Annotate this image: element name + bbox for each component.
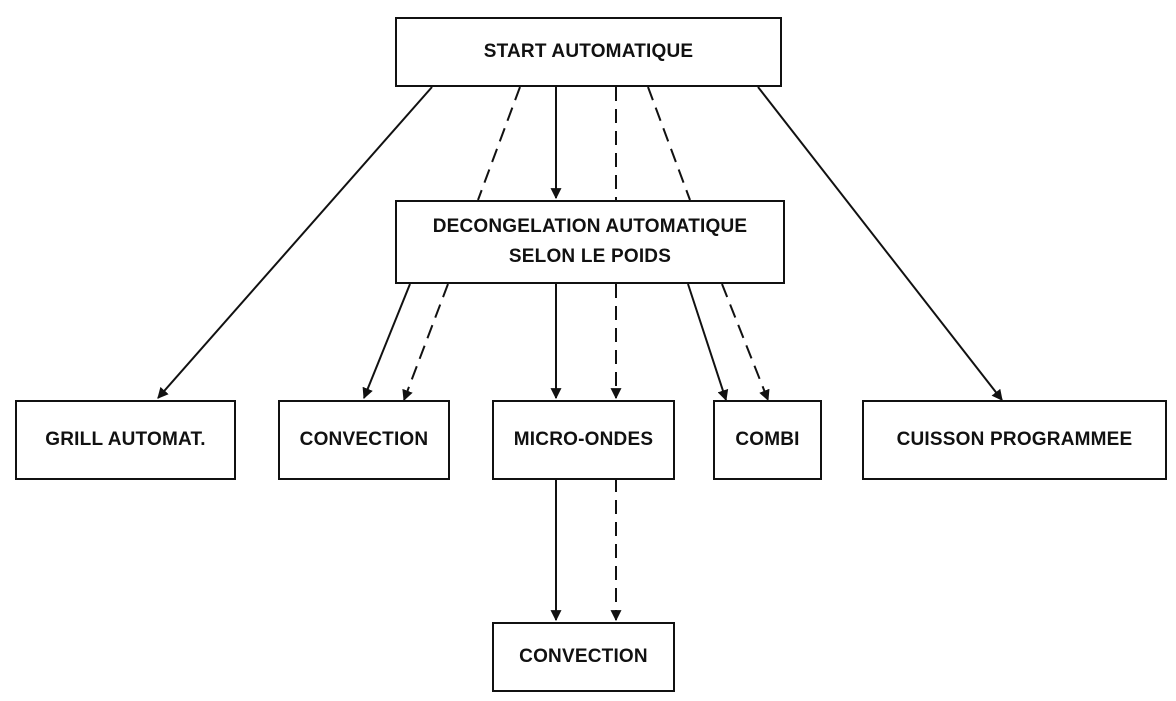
grill-automat-label: GRILL AUTOMAT. <box>45 429 206 450</box>
convection-bottom-label: CONVECTION <box>519 646 648 667</box>
decongelation-label-line1: DECONGELATION AUTOMATIQUE <box>432 216 748 237</box>
edge-start-grill <box>157 86 433 399</box>
cuisson-programmee-label: CUISSON PROGRAMMEE <box>896 429 1133 450</box>
edge-start-combi-dashed-top <box>647 86 691 201</box>
edge-start-combi-dashed-bottom <box>721 283 770 402</box>
start-automatique-label: START AUTOMATIQUE <box>483 41 694 62</box>
combi-label: COMBI <box>735 429 800 450</box>
decongelation-label-line2: SELON LE POIDS <box>508 246 672 267</box>
start-automatique-box: START AUTOMATIQUE <box>395 17 782 87</box>
convection-label: CONVECTION <box>299 429 429 450</box>
edge-start-convection-dashed-top <box>477 86 521 201</box>
cuisson-programmee-box: CUISSON PROGRAMMEE <box>862 400 1167 480</box>
edge-decongelation-convection <box>362 283 411 400</box>
edge-start-convection-dashed-bottom <box>402 283 449 402</box>
micro-ondes-box: MICRO-ONDES <box>492 400 675 480</box>
grill-automat-box: GRILL AUTOMAT. <box>15 400 236 480</box>
micro-ondes-label: MICRO-ONDES <box>513 429 654 450</box>
convection-bottom-box: CONVECTION <box>492 622 675 692</box>
combi-box: COMBI <box>713 400 822 480</box>
decongelation-box: DECONGELATION AUTOMATIQUE SELON LE POIDS <box>395 200 785 284</box>
convection-box: CONVECTION <box>278 400 450 480</box>
edge-start-cuisson <box>757 86 1003 401</box>
edge-decongelation-combi <box>687 283 729 402</box>
